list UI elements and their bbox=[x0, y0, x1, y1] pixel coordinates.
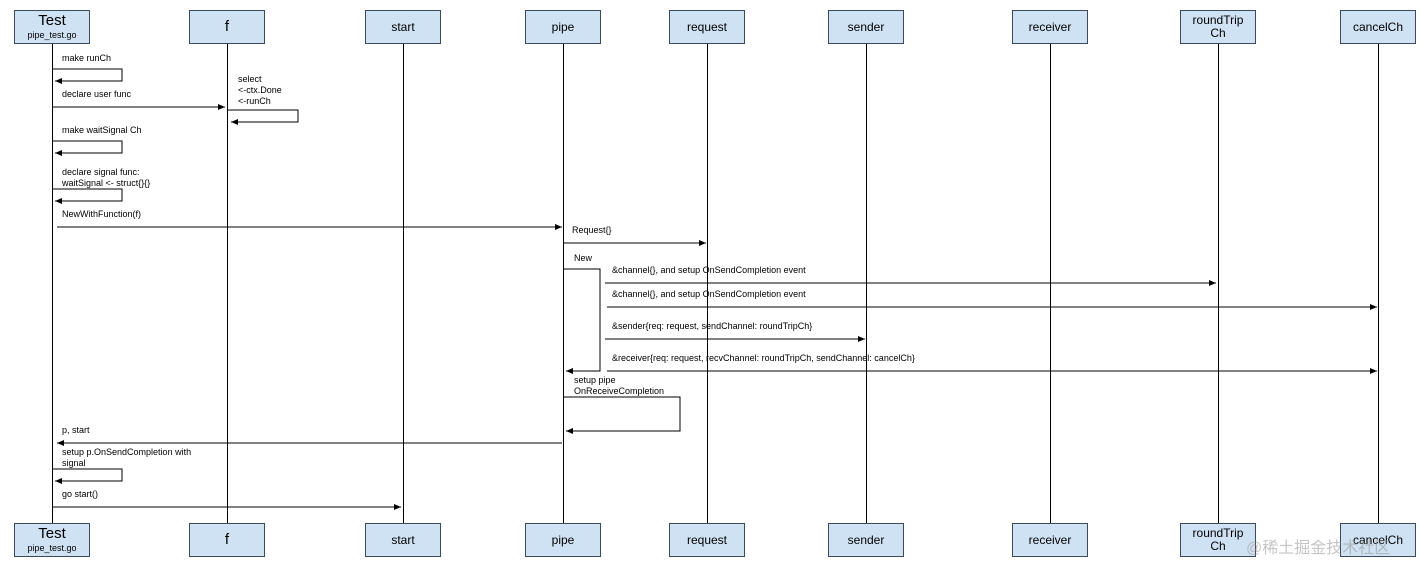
lifeline-roundtripch bbox=[1218, 44, 1219, 523]
participant-roundtripch-bottom: roundTrip Ch bbox=[1180, 523, 1256, 557]
participant-cancelch-name-bottom: cancelCh bbox=[1352, 532, 1404, 547]
msg-channel-cancel-label: &channel{}, and setup OnSendCompletion e… bbox=[612, 289, 806, 299]
arrow-make-runch bbox=[53, 68, 123, 84]
msg-setup-onsend-line2: signal bbox=[62, 458, 86, 468]
msg-p-start-label: p, start bbox=[62, 425, 90, 435]
msg-declare-signal-label: declare signal func: waitSignal <- struc… bbox=[62, 167, 150, 189]
participant-sender-top: sender bbox=[828, 10, 904, 44]
participant-request-name: request bbox=[686, 19, 728, 34]
arrow-setup-onsend bbox=[53, 468, 123, 484]
participant-test-bottom: Test pipe_test.go bbox=[14, 523, 90, 557]
participant-roundtripch-name: roundTrip bbox=[1192, 13, 1244, 28]
msg-select-line3: <-runCh bbox=[238, 96, 271, 106]
arrow-make-waitsignal bbox=[53, 140, 123, 156]
participant-pipe-name-bottom: pipe bbox=[551, 532, 575, 547]
arrow-declare-signal-func bbox=[53, 188, 123, 204]
lifeline-pipe bbox=[563, 44, 564, 523]
participant-test-sub-bottom: pipe_test.go bbox=[27, 543, 77, 554]
participant-start-name: start bbox=[391, 19, 415, 34]
participant-f-bottom: f bbox=[189, 523, 265, 557]
participant-pipe-name: pipe bbox=[551, 19, 575, 34]
participant-roundtripch-top: roundTrip Ch bbox=[1180, 10, 1256, 44]
participant-sender-name-bottom: sender bbox=[847, 532, 885, 547]
participant-request-name-bottom: request bbox=[686, 532, 728, 547]
lifeline-cancelch bbox=[1378, 44, 1379, 523]
msg-declare-signal-line1: declare signal func: bbox=[62, 167, 140, 177]
msg-new-label: New bbox=[574, 253, 593, 263]
msg-select-line2: <-ctx.Done bbox=[238, 85, 282, 95]
lifeline-f bbox=[227, 44, 228, 523]
participant-cancelch-top: cancelCh bbox=[1340, 10, 1416, 44]
lifeline-test bbox=[52, 44, 53, 523]
msg-channel-roundtrip-label: &channel{}, and setup OnSendCompletion e… bbox=[612, 265, 806, 275]
participant-roundtripch-name-bottom: roundTrip bbox=[1192, 526, 1244, 541]
participant-receiver-name: receiver bbox=[1028, 19, 1072, 34]
participant-f-name: f bbox=[224, 18, 230, 36]
participant-start-name-bottom: start bbox=[391, 532, 415, 547]
arrow-select bbox=[228, 109, 299, 125]
msg-select-label: select <-ctx.Done <-runCh bbox=[238, 74, 282, 107]
participant-request-top: request bbox=[669, 10, 745, 44]
msg-declare-user-func-label: declare user func bbox=[62, 89, 132, 99]
participant-test-sub: pipe_test.go bbox=[27, 30, 77, 41]
msg-setup-onsend-label: setup p.OnSendCompletion with signal bbox=[62, 447, 191, 469]
participant-test-top: Test pipe_test.go bbox=[14, 10, 90, 44]
msg-select-line1: select bbox=[238, 74, 262, 84]
msg-declare-signal-line2: waitSignal <- struct{}{} bbox=[62, 178, 151, 188]
participant-request-bottom: request bbox=[669, 523, 745, 557]
participant-cancelch-bottom: cancelCh bbox=[1340, 523, 1416, 557]
participant-sender-bottom: sender bbox=[828, 523, 904, 557]
participant-start-bottom: start bbox=[365, 523, 441, 557]
msg-request-label: Request{} bbox=[572, 225, 612, 235]
msg-setup-onsend-line1: setup p.OnSendCompletion with bbox=[62, 447, 192, 457]
participant-f-name-bottom: f bbox=[224, 531, 230, 549]
participant-roundtripch-name2-bottom: Ch bbox=[1210, 539, 1226, 553]
arrow-new bbox=[564, 268, 601, 374]
msg-setup-pipe-line2: OnReceiveCompletion bbox=[574, 386, 665, 396]
msg-sender-label: &sender{req: request, sendChannel: round… bbox=[612, 321, 813, 331]
msg-go-start-label: go start() bbox=[62, 489, 99, 499]
participant-pipe-top: pipe bbox=[525, 10, 601, 44]
participant-pipe-bottom: pipe bbox=[525, 523, 601, 557]
participant-receiver-bottom: receiver bbox=[1012, 523, 1088, 557]
participant-cancelch-name: cancelCh bbox=[1352, 19, 1404, 34]
participant-test-name-bottom: Test bbox=[38, 525, 66, 543]
msg-receiver-label: &receiver{req: request, recvChannel: rou… bbox=[612, 353, 915, 363]
msg-make-runch-label: make runCh bbox=[62, 53, 112, 63]
msg-make-waitsignal-label: make waitSignal Ch bbox=[62, 125, 142, 135]
lifeline-start bbox=[403, 44, 404, 523]
participant-start-top: start bbox=[365, 10, 441, 44]
participant-f-top: f bbox=[189, 10, 265, 44]
participant-receiver-name-bottom: receiver bbox=[1028, 532, 1072, 547]
msg-newwithfunction-label: NewWithFunction(f) bbox=[62, 209, 142, 219]
participant-sender-name: sender bbox=[847, 19, 885, 34]
watermark: @稀土掘金技术社区 bbox=[1246, 540, 1391, 557]
arrow-setup-pipe bbox=[564, 396, 681, 434]
participant-roundtripch-name2: Ch bbox=[1210, 26, 1226, 40]
msg-setup-pipe-line1: setup pipe bbox=[574, 375, 616, 385]
participant-test-name: Test bbox=[38, 12, 66, 30]
participant-receiver-top: receiver bbox=[1012, 10, 1088, 44]
msg-setup-pipe-label: setup pipe OnReceiveCompletion bbox=[574, 375, 664, 397]
